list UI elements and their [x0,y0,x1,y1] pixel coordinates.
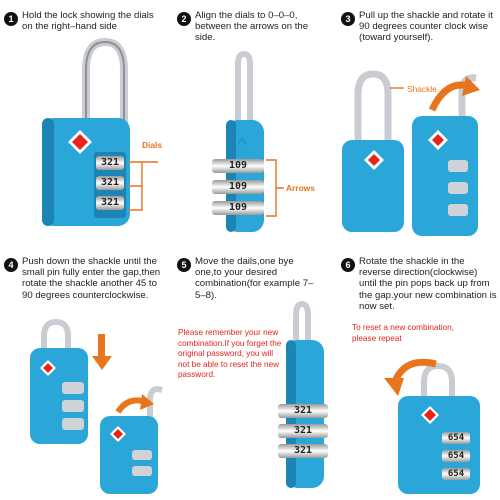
step-instruction: Hold the lock showing the dials on the r… [22,10,154,33]
dial[interactable]: 109 [212,201,264,215]
reset-note: To reset a new combination, please repea… [352,323,454,343]
warning-text: Please remember your new combination.If … [178,328,282,380]
dial[interactable]: 654 [442,468,470,480]
dial-stack: 654 654 654 [442,432,470,480]
step-instruction: Pull up the shackle and rotate it 90 deg… [359,10,493,44]
step-instruction: Move the dails,one bye one,to your desir… [195,256,314,301]
dial[interactable]: 109 [212,159,264,173]
dial[interactable]: 654 [442,450,470,462]
dials-label: Dials [142,140,163,150]
dial[interactable]: 654 [442,432,470,444]
dial[interactable]: 109 [212,180,264,194]
arrows-label: Arrows [286,183,315,193]
step-number-badge: 3 [341,12,355,26]
dial[interactable]: 321 [96,156,124,170]
step-instruction: Align the dials to 0–0–0, between the ar… [195,10,309,44]
dial[interactable]: 321 [96,196,124,210]
step-number-badge: 1 [4,12,18,26]
step-number-badge: 4 [4,258,18,272]
dial[interactable]: 321 [278,404,328,418]
step-instruction: Push down the shackle until the small pi… [22,256,161,301]
dial-stack: 109 109 109 [212,159,264,215]
shackle-label: Shackle [407,84,437,94]
dial-stack: 321 321 321 [96,156,124,210]
dial-stack: 321 321 321 [278,404,328,458]
step-number-badge: 6 [341,258,355,272]
step-number-badge: 5 [177,258,191,272]
step-number-badge: 2 [177,12,191,26]
step-instruction: Rotate the shackle in the reverse direct… [359,256,497,312]
dial[interactable]: 321 [278,424,328,438]
dial[interactable]: 321 [278,444,328,458]
dial[interactable]: 321 [96,176,124,190]
